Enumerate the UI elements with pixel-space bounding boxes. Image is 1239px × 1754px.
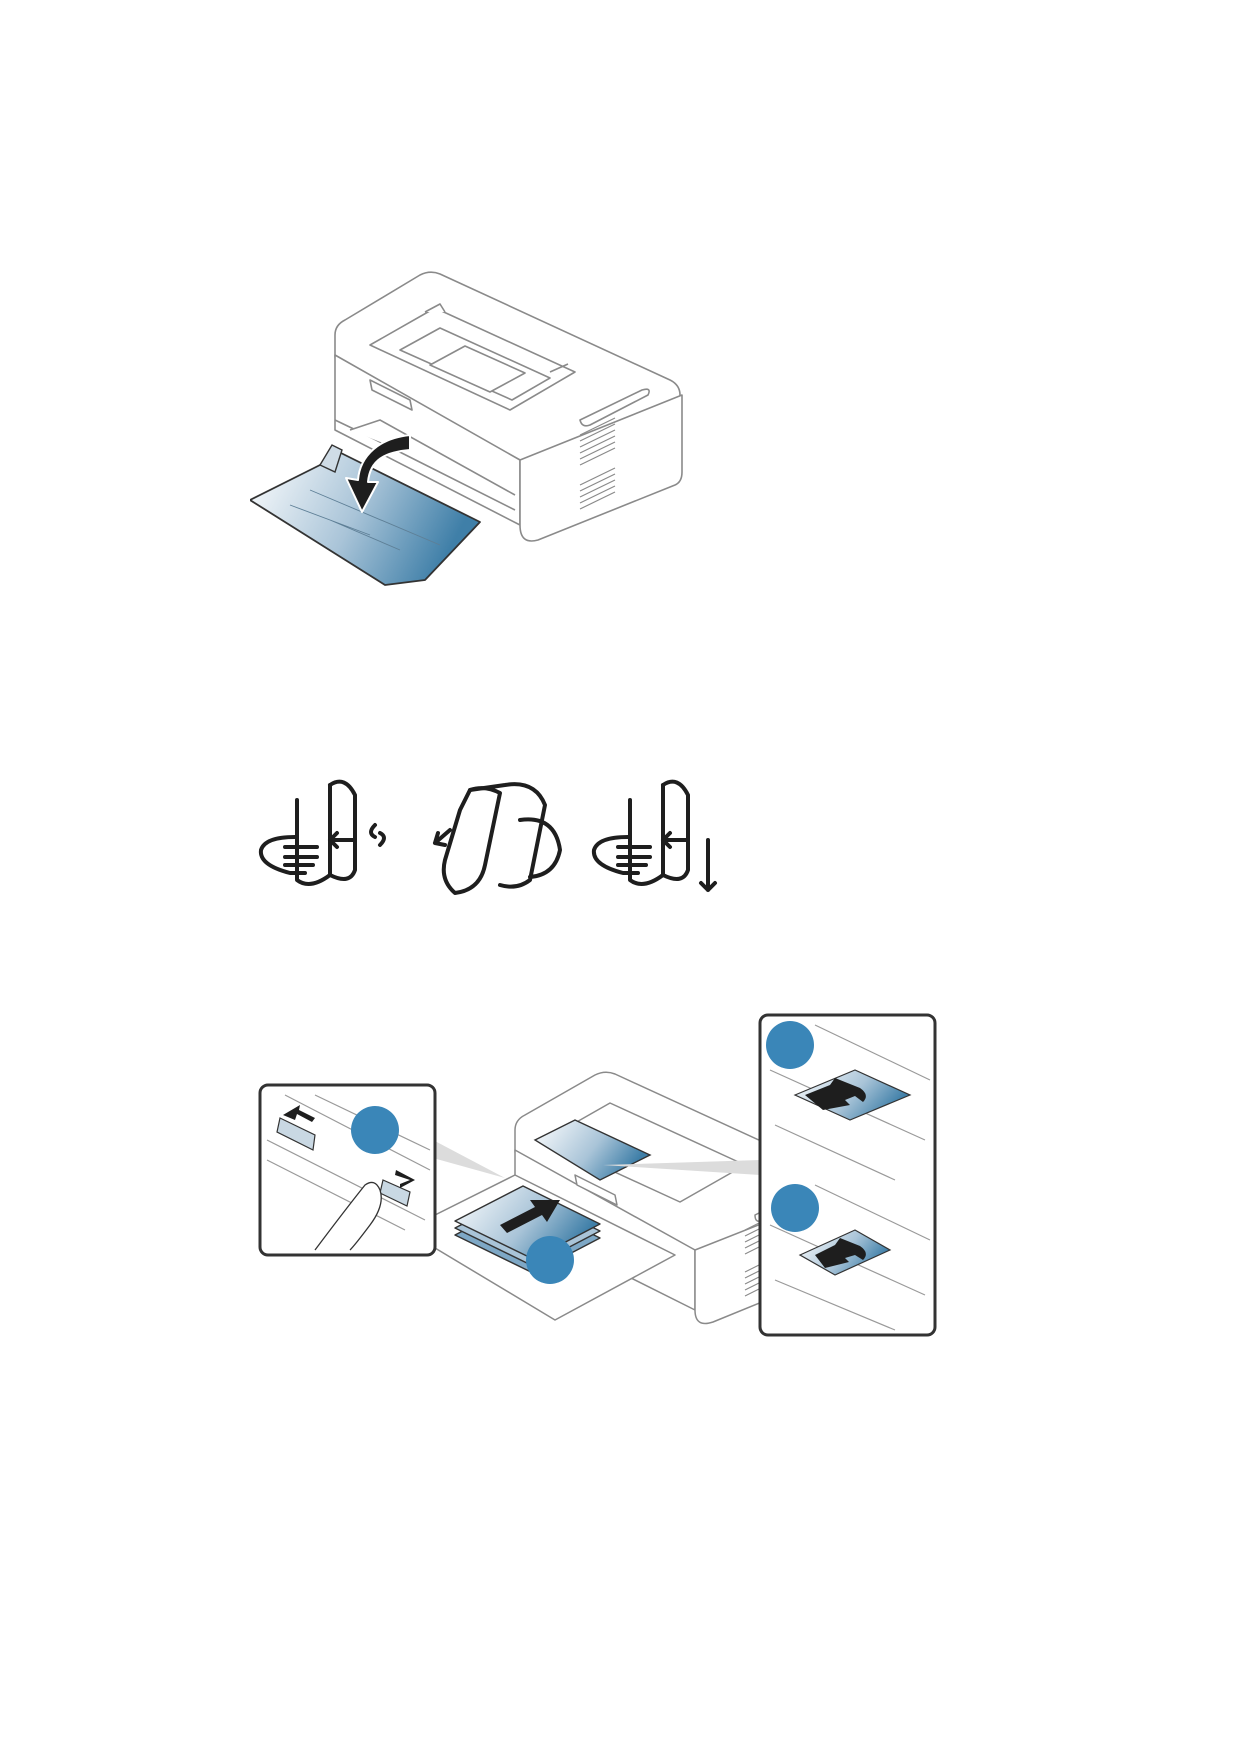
paper-tray-icon: [250, 444, 481, 586]
fan-paper-icon: [433, 782, 562, 895]
length-guide-inset: [758, 1013, 937, 1337]
callout-circle-1: [526, 1236, 574, 1284]
tap-paper-icon: [591, 779, 717, 892]
tray-open-arrow-icon: [345, 434, 411, 513]
fan-paper-illustration: [258, 779, 717, 895]
length-guide-icon: [805, 1078, 866, 1110]
width-guide-icon: [276, 1117, 316, 1151]
support-guide-icon: [815, 1238, 866, 1268]
figure-fan-paper: [255, 765, 755, 905]
width-guide-inset: [258, 1083, 437, 1257]
printer-open-tray-illustration: [250, 271, 683, 586]
callout-circle-4: [771, 1184, 819, 1232]
insert-arrow-icon: [500, 1200, 560, 1233]
figure-load-paper: [255, 1010, 1015, 1410]
callout-circle-3: [766, 1021, 814, 1069]
flex-paper-icon: [258, 779, 386, 886]
load-paper-illustration: [258, 1013, 937, 1337]
figure-open-tray: [250, 260, 700, 660]
callout-circle-2: [351, 1106, 399, 1154]
